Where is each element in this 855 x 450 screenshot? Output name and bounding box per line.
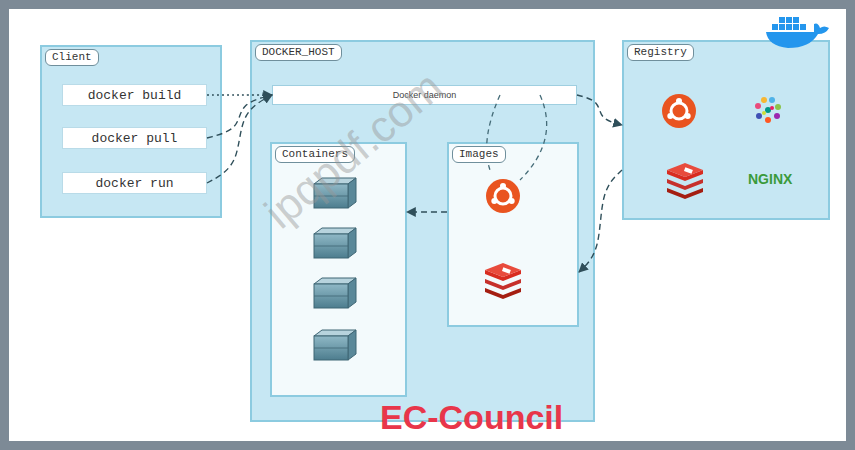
panel-heading: Client <box>45 49 99 66</box>
flow-arrow <box>407 211 447 212</box>
flow-arrow <box>577 95 622 125</box>
command-text: docker build <box>88 88 182 103</box>
images-box: Images <box>447 142 579 327</box>
command-box: docker pull <box>62 127 207 149</box>
command-box: docker run <box>62 172 207 194</box>
flow-arrow <box>579 170 622 272</box>
flow-arrow <box>207 95 272 183</box>
panel-heading: Images <box>452 146 506 163</box>
flow-arrow <box>207 94 272 95</box>
logo-text: NGINX <box>748 171 792 187</box>
flow-arrow <box>207 95 272 138</box>
command-box: docker build <box>62 84 207 106</box>
panel-heading: Registry <box>627 44 694 61</box>
client-panel: Client docker build docker pull docker run <box>40 45 222 218</box>
panel-heading: DOCKER_HOST <box>255 44 342 61</box>
command-text: docker run <box>95 176 173 191</box>
registry-panel: Registry <box>622 40 830 220</box>
watermark: EC-Council <box>380 398 563 437</box>
command-text: docker pull <box>92 131 178 146</box>
